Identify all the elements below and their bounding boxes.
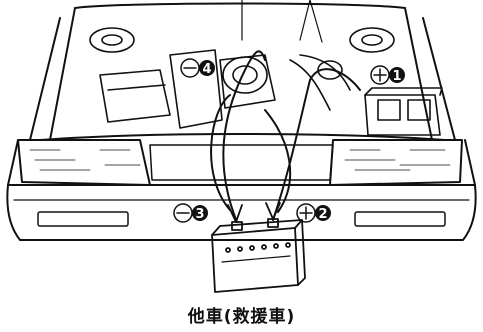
terminal-label-t1: 1 bbox=[370, 65, 405, 85]
terminal-number-t3: 3 bbox=[195, 207, 204, 222]
terminal-number-t4: 4 bbox=[202, 62, 211, 77]
terminal-number-t1: 1 bbox=[392, 69, 401, 84]
car-body bbox=[6, 2, 477, 241]
rescue-car-battery bbox=[211, 218, 306, 293]
callout-lines bbox=[241, 0, 323, 43]
rescue-vehicle-caption: 他車(救援車) bbox=[187, 307, 296, 327]
terminal-label-t2: 2 bbox=[296, 203, 331, 223]
jumper-cables bbox=[210, 50, 361, 223]
cable-clamps bbox=[227, 202, 281, 223]
disabled-car-battery bbox=[364, 87, 443, 136]
engine-bay bbox=[89, 27, 395, 129]
terminal-label-t3: 3 bbox=[173, 203, 208, 223]
terminal-number-t2: 2 bbox=[318, 207, 327, 222]
terminal-label-t4: 4 bbox=[180, 58, 215, 78]
headlight-hatching bbox=[29, 149, 451, 171]
